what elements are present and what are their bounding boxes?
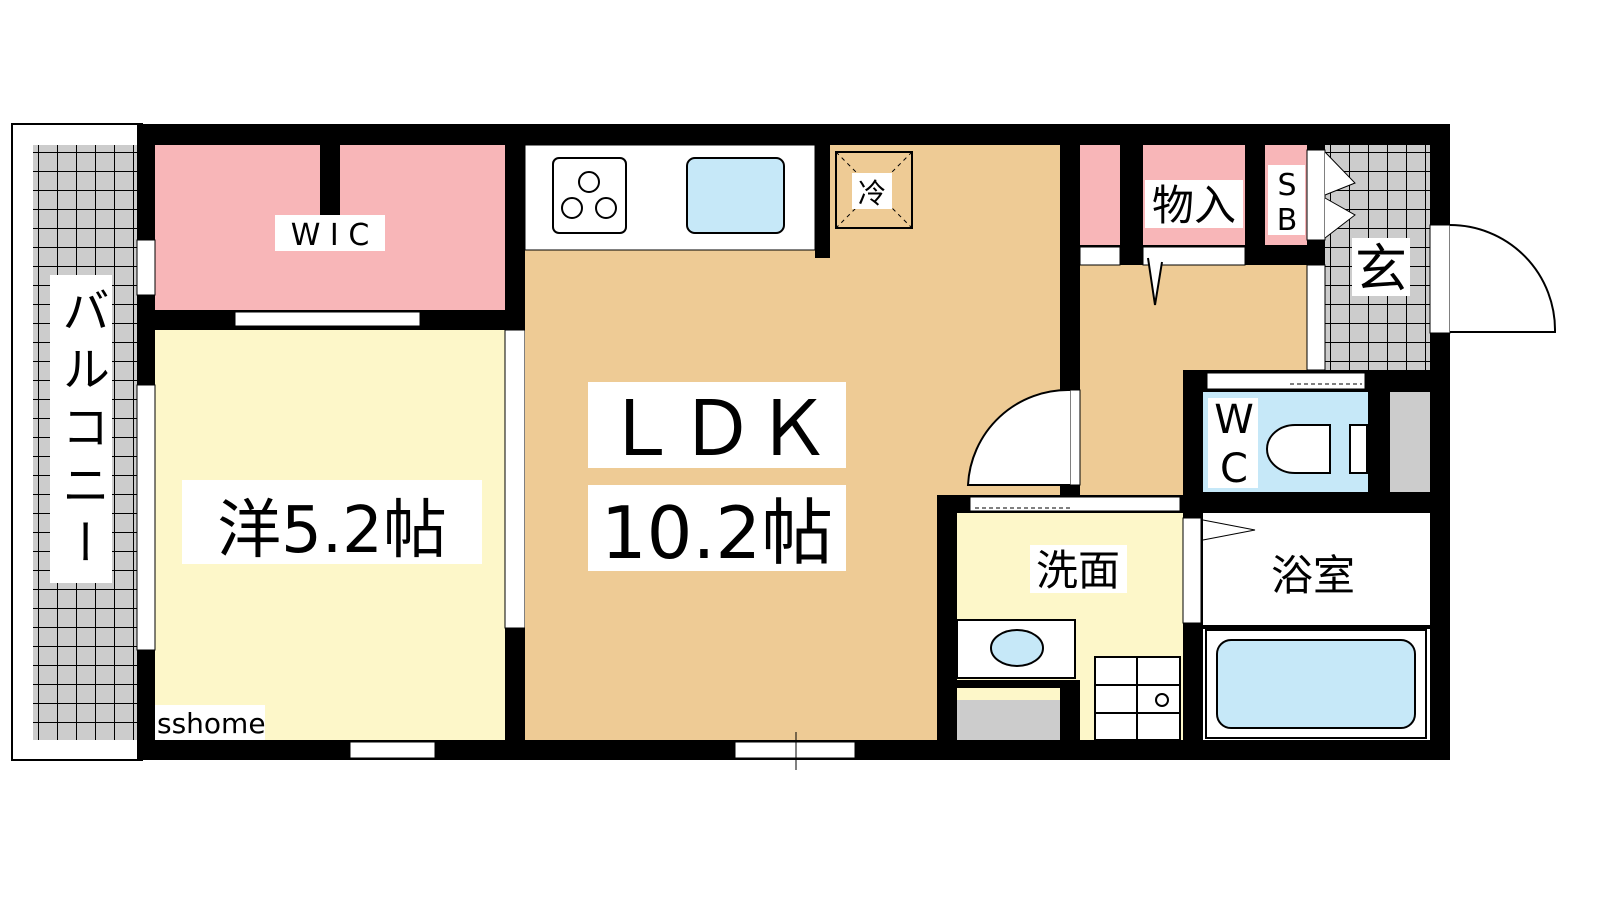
bathroom-label: 浴室 <box>1271 551 1355 600</box>
entrance-door <box>1449 224 1557 333</box>
bathtub-icon <box>1216 639 1416 729</box>
shoe-box-s-label: S <box>1277 168 1296 203</box>
wc-w-label: W <box>1214 397 1254 443</box>
balcony-window <box>136 384 156 651</box>
toilet-icon <box>1266 424 1331 474</box>
sliding-door <box>504 329 526 629</box>
wic-door <box>234 311 421 327</box>
balcony <box>11 123 143 761</box>
sink-icon <box>686 157 785 234</box>
fridge-label: 冷 <box>858 177 886 210</box>
ldk-label: ＬＤＫ <box>603 384 831 473</box>
shoe-box-b-label: B <box>1277 203 1298 238</box>
storage-label: 物入 <box>1152 181 1236 230</box>
wc-c-label: C <box>1220 446 1248 492</box>
entrance-label: 玄 <box>1355 240 1407 300</box>
stove-icon <box>552 157 627 234</box>
washroom-label: 洗面 <box>1036 546 1120 595</box>
balcony-label: バルコニー <box>53 285 109 576</box>
watermark: sshome <box>157 707 266 740</box>
ldk-size-label: 10.2帖 <box>601 491 833 575</box>
ldk-door <box>966 388 1071 486</box>
western-room-label: 洋5.2帖 <box>217 494 447 568</box>
wic-label: W I C <box>291 218 370 253</box>
